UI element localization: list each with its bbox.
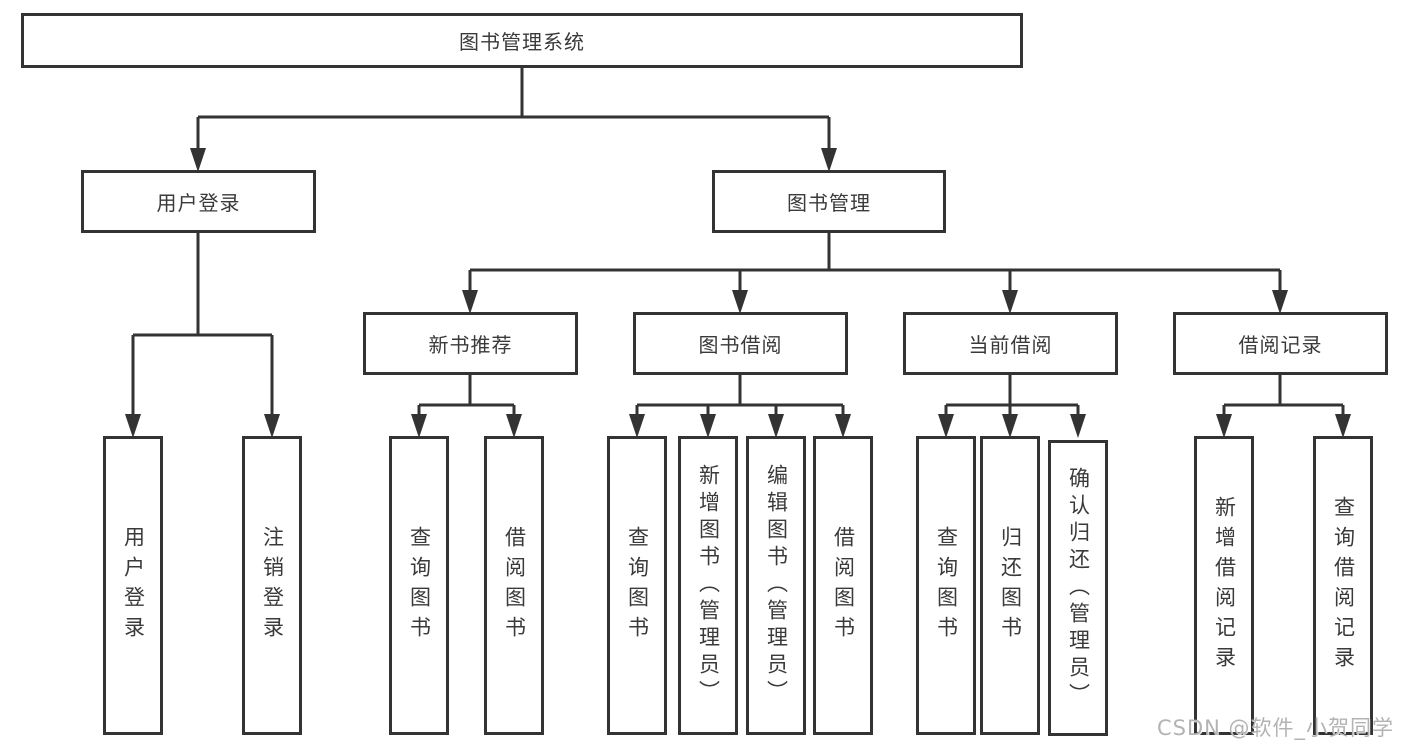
leaf-current-confirm-return: 确认归还（管理员） [1048,440,1108,736]
node-current-borrowing: 当前借阅 [903,312,1118,375]
leaf-records-add-record: 新增借阅记录 [1194,436,1254,735]
leaf-current-query-books: 查询图书 [916,436,976,735]
node-user-login-branch: 用户登录 [81,170,316,233]
leaf-recommend-borrow-books: 借阅图书 [484,436,544,735]
node-book-borrowing: 图书借阅 [633,312,848,375]
leaf-borrowing-add-books: 新增图书（管理员） [678,436,738,735]
leaf-records-query-record: 查询借阅记录 [1313,436,1373,735]
leaf-borrowing-query-books: 查询图书 [607,436,667,735]
leaf-logout: 注销登录 [242,436,302,735]
node-borrowing-records: 借阅记录 [1173,312,1388,375]
leaf-user-login: 用户登录 [103,436,163,735]
leaf-recommend-query-books: 查询图书 [389,436,449,735]
node-root-system: 图书管理系统 [21,13,1023,68]
node-new-book-recommend: 新书推荐 [363,312,578,375]
node-book-management-branch: 图书管理 [712,170,946,233]
leaf-borrowing-borrow-books: 借阅图书 [813,436,873,735]
leaf-borrowing-edit-books: 编辑图书（管理员） [746,436,806,735]
leaf-current-return-books: 归还图书 [980,436,1040,735]
csdn-watermark: CSDN @软件_小贺同学 [1157,716,1395,740]
